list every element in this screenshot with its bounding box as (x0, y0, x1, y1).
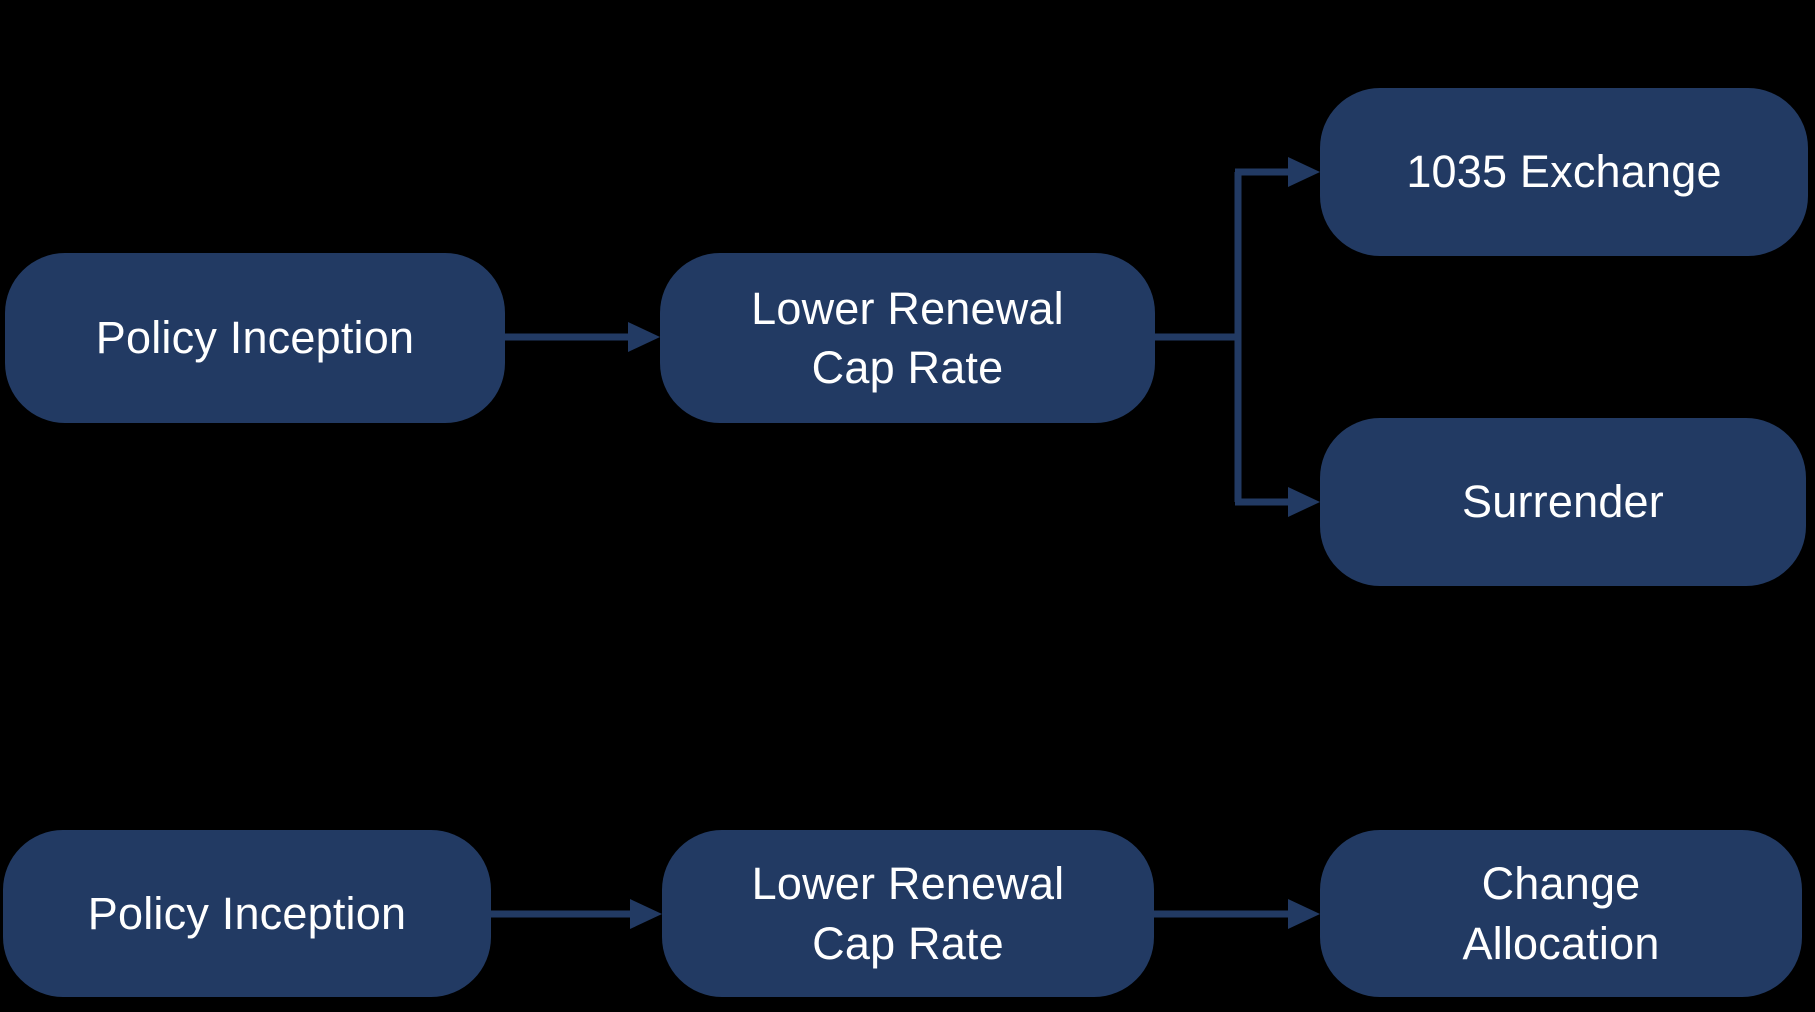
node-lower-renewal-cap-rate-bottom: Lower Renewal Cap Rate (662, 830, 1154, 997)
arrowhead-lower-renewal-bottom (630, 899, 662, 929)
node-change-allocation: Change Allocation (1320, 830, 1802, 997)
node-label: 1035 Exchange (1406, 146, 1722, 198)
arrowhead-lower-renewal-top (628, 322, 660, 352)
node-label-line2: Cap Rate (812, 917, 1004, 969)
node-lower-renewal-cap-rate-top: Lower Renewal Cap Rate (660, 253, 1155, 423)
node-label-line2: Cap Rate (811, 342, 1004, 393)
node-label: Surrender (1462, 476, 1664, 528)
node-label-line1: Change (1481, 858, 1641, 910)
edge-branch-trunk (1155, 172, 1242, 502)
arrowhead-1035-exchange (1288, 157, 1320, 187)
node-label-line1: Lower Renewal (751, 282, 1064, 334)
node-surrender: Surrender (1320, 418, 1806, 586)
node-label-line2: Allocation (1462, 917, 1660, 969)
arrowhead-change-allocation (1288, 899, 1320, 929)
node-label: Policy Inception (95, 312, 415, 364)
node-label-line1: Lower Renewal (751, 858, 1065, 910)
node-policy-inception-bottom: Policy Inception (3, 830, 491, 997)
node-policy-inception-top: Policy Inception (5, 253, 505, 423)
arrowhead-surrender (1288, 487, 1320, 517)
node-label: Policy Inception (87, 887, 407, 939)
node-1035-exchange: 1035 Exchange (1320, 88, 1808, 256)
